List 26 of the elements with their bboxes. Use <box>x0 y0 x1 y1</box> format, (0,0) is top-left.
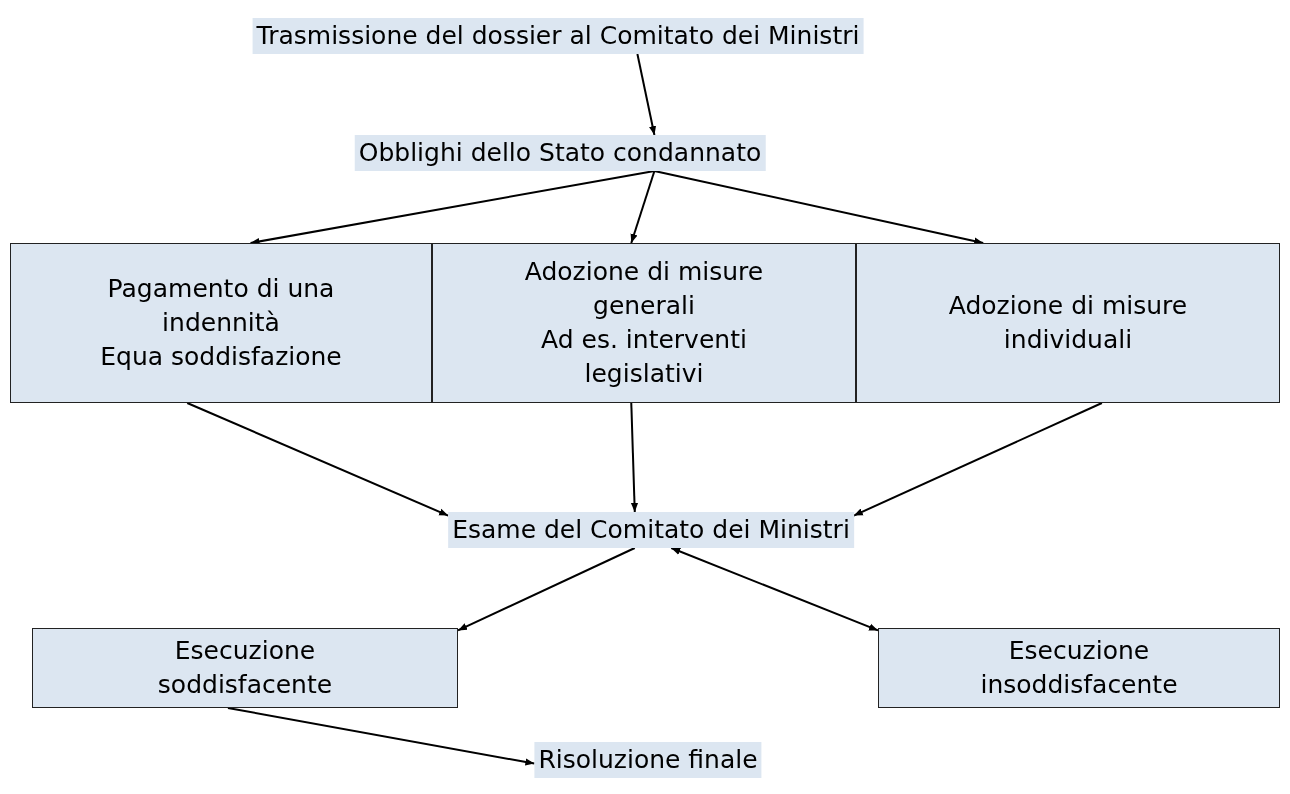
arrow <box>630 170 656 244</box>
node-text: Adozione di misure individuali <box>947 290 1189 356</box>
step-label: Esame del Comitato dei Ministri <box>448 512 854 548</box>
process-box <box>856 243 1280 403</box>
arrow <box>653 170 985 245</box>
arrow <box>670 547 879 632</box>
node-text: Pagamento di una indennità <box>106 273 336 339</box>
node-text: Ad es. interventi legislativi <box>540 324 748 390</box>
arrow <box>457 547 636 632</box>
outcome-box <box>878 628 1280 708</box>
node-text: Esecuzione insoddisfacente <box>979 635 1179 701</box>
arrow <box>249 170 656 245</box>
node-text: Equa soddisfazione <box>100 341 342 373</box>
node-text: Adozione di misure generali <box>523 256 765 322</box>
step-label: Trasmissione del dossier al Comitato dei Ministri <box>252 18 864 54</box>
process-box <box>432 243 856 403</box>
node-text: Esecuzione soddisfacente <box>156 635 334 701</box>
arrow <box>226 707 536 766</box>
arrow <box>186 402 450 517</box>
arrow <box>852 402 1103 517</box>
step-label: Obblighi dello Stato condannato <box>354 135 766 171</box>
step-label: Risoluzione finale <box>534 742 762 778</box>
process-box <box>10 243 432 403</box>
arrow <box>630 402 639 513</box>
outcome-box <box>32 628 458 708</box>
arrow <box>636 53 657 136</box>
